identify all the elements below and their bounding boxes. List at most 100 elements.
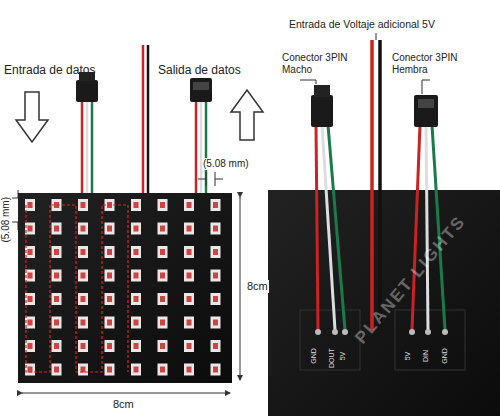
led-die bbox=[107, 273, 112, 279]
led bbox=[105, 270, 115, 282]
led-die bbox=[28, 202, 33, 208]
panel-back bbox=[268, 190, 500, 416]
led-die bbox=[54, 320, 59, 326]
led bbox=[158, 199, 168, 211]
led bbox=[211, 317, 221, 329]
led bbox=[105, 317, 115, 329]
led bbox=[211, 270, 221, 282]
led-die bbox=[160, 320, 165, 326]
data-path bbox=[26, 205, 128, 372]
led-die bbox=[134, 273, 139, 279]
led bbox=[52, 317, 62, 329]
pitch-label: (5.08 mm) bbox=[202, 158, 250, 170]
led bbox=[158, 270, 168, 282]
led-die bbox=[213, 320, 218, 326]
pin-label: GND bbox=[310, 348, 318, 364]
input-wires bbox=[76, 72, 98, 195]
led-die bbox=[160, 343, 165, 349]
led bbox=[131, 223, 141, 235]
led-die bbox=[160, 296, 165, 302]
led-die bbox=[81, 343, 86, 349]
led-die bbox=[107, 343, 112, 349]
led-die bbox=[134, 320, 139, 326]
led bbox=[158, 340, 168, 352]
led-die bbox=[107, 367, 112, 373]
led-die bbox=[134, 296, 139, 302]
led-die bbox=[107, 226, 112, 232]
led-die bbox=[54, 273, 59, 279]
led-die bbox=[187, 296, 192, 302]
led bbox=[131, 340, 141, 352]
led-die bbox=[213, 296, 218, 302]
led-die bbox=[81, 296, 86, 302]
led bbox=[131, 246, 141, 258]
led-die bbox=[28, 273, 33, 279]
led-die bbox=[134, 367, 139, 373]
led-die bbox=[160, 226, 165, 232]
output-wires bbox=[190, 78, 212, 195]
led bbox=[184, 364, 194, 376]
led-die bbox=[187, 202, 192, 208]
led-die bbox=[81, 226, 86, 232]
led-die bbox=[54, 226, 59, 232]
led bbox=[131, 293, 141, 305]
pad-area bbox=[395, 310, 465, 370]
led bbox=[211, 223, 221, 235]
led bbox=[52, 364, 62, 376]
led-die bbox=[187, 367, 192, 373]
led bbox=[105, 246, 115, 258]
led bbox=[52, 340, 62, 352]
up-arrow bbox=[231, 90, 263, 140]
led bbox=[158, 223, 168, 235]
led bbox=[184, 223, 194, 235]
led-die bbox=[187, 249, 192, 255]
led bbox=[158, 317, 168, 329]
width-dimension bbox=[22, 393, 230, 394]
pin-label: DOUT bbox=[328, 348, 336, 368]
led-die bbox=[81, 320, 86, 326]
led bbox=[184, 270, 194, 282]
led-die bbox=[160, 249, 165, 255]
led bbox=[184, 317, 194, 329]
down-arrow bbox=[16, 92, 48, 142]
led bbox=[131, 364, 141, 376]
pad-area bbox=[300, 310, 360, 370]
led-die bbox=[187, 320, 192, 326]
pin-label: DIN bbox=[422, 350, 430, 362]
led bbox=[158, 364, 168, 376]
led bbox=[105, 223, 115, 235]
connector-label: Conector 3PIN Macho bbox=[282, 52, 352, 75]
led-die bbox=[160, 202, 165, 208]
led-die bbox=[54, 249, 59, 255]
led bbox=[52, 293, 62, 305]
pin-label: 5V bbox=[339, 352, 347, 361]
led bbox=[184, 293, 194, 305]
led-die bbox=[54, 343, 59, 349]
led-die bbox=[107, 249, 112, 255]
led-die bbox=[187, 343, 192, 349]
power-input-label: Entrada de Voltaje adicional 5V bbox=[289, 18, 435, 30]
led-die bbox=[28, 249, 33, 255]
led-die bbox=[81, 273, 86, 279]
connector-label: Conector 3PIN Hembra bbox=[392, 52, 462, 75]
led bbox=[131, 270, 141, 282]
led-die bbox=[107, 296, 112, 302]
led bbox=[78, 246, 88, 258]
led-die bbox=[213, 202, 218, 208]
led bbox=[211, 340, 221, 352]
led bbox=[78, 317, 88, 329]
height-dimension bbox=[240, 197, 241, 380]
dimension-label: 8cm bbox=[112, 398, 135, 411]
led-die bbox=[134, 249, 139, 255]
led-die bbox=[54, 296, 59, 302]
led-die bbox=[28, 320, 33, 326]
led bbox=[78, 364, 88, 376]
led bbox=[184, 246, 194, 258]
led bbox=[105, 364, 115, 376]
led-die bbox=[28, 296, 33, 302]
led-die bbox=[213, 249, 218, 255]
led-die bbox=[160, 273, 165, 279]
led bbox=[211, 293, 221, 305]
led bbox=[52, 246, 62, 258]
